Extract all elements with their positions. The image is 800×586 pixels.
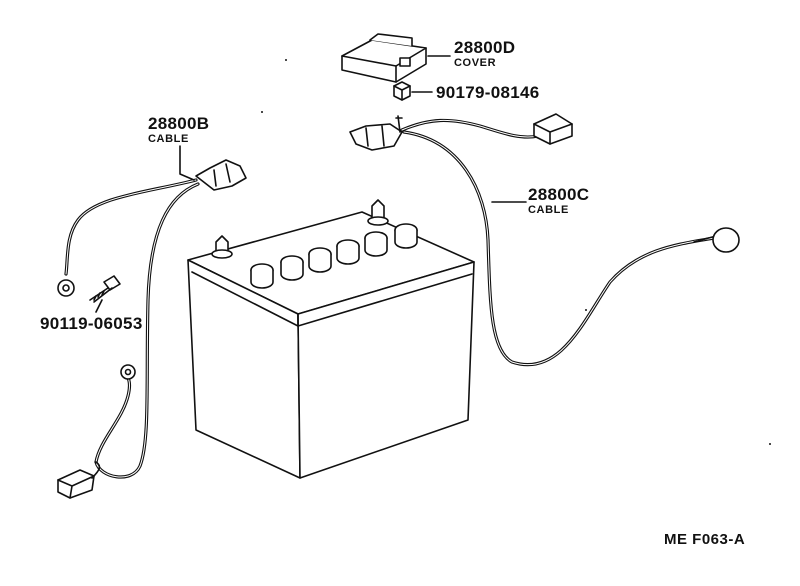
cover-part-number: 28800D [454, 38, 516, 57]
pos-cable-part-name: CABLE [528, 204, 569, 216]
neg-cable-part-name: CABLE [148, 133, 189, 145]
terminal-cover [342, 34, 426, 82]
nut-part-number: 90179-08146 [436, 83, 540, 102]
neg-cable-part-number: 28800B [148, 114, 210, 133]
cell-caps [251, 224, 417, 288]
nut [394, 82, 410, 100]
pos-cable-part-number: 28800C [528, 185, 590, 204]
positive-terminal [368, 200, 388, 225]
negative-terminal [212, 236, 232, 258]
scan-specks [261, 59, 771, 445]
positive-cable [350, 114, 739, 365]
battery [188, 200, 474, 478]
battery-side [298, 262, 474, 478]
negative-cable [58, 160, 246, 498]
cover-part-name: COVER [454, 57, 497, 69]
bolt [90, 276, 120, 302]
bolt-part-number: 90119-06053 [40, 314, 143, 333]
figure-code: ME F063-A [664, 531, 746, 548]
neg-cable-leader [180, 146, 194, 180]
bolt-leader [96, 300, 102, 312]
